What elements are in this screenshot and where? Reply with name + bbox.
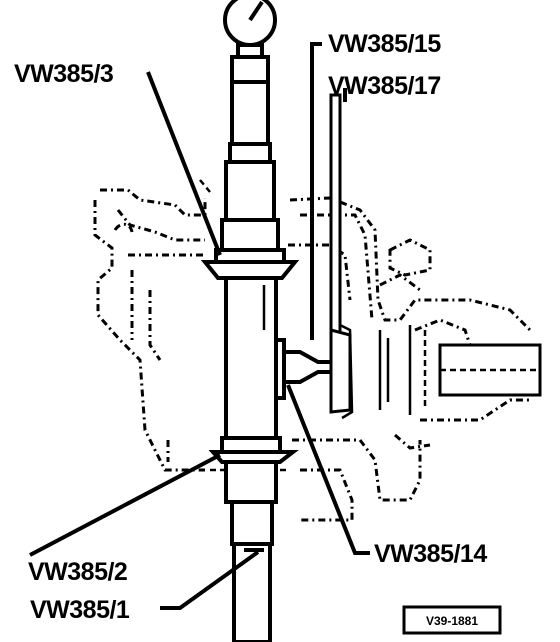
label-vw385-14: VW385/14	[374, 540, 487, 568]
measuring-rod	[200, 0, 340, 642]
leader-lines	[29, 42, 370, 610]
label-vw385-15: VW385/15	[328, 30, 441, 58]
label-vw385-3: VW385/3	[14, 60, 113, 88]
label-vw385-1: VW385/1	[30, 596, 130, 624]
label-vw385-2: VW385/2	[28, 558, 127, 586]
dial-gauge-icon	[223, 0, 277, 47]
gauge-plate	[329, 93, 352, 414]
output-shaft	[339, 323, 542, 420]
label-vw385-17: VW385/17	[328, 72, 441, 100]
reference-box: V39-1881	[402, 605, 502, 635]
reference-code: V39-1881	[426, 614, 478, 628]
gearbox-housing	[93, 179, 532, 522]
